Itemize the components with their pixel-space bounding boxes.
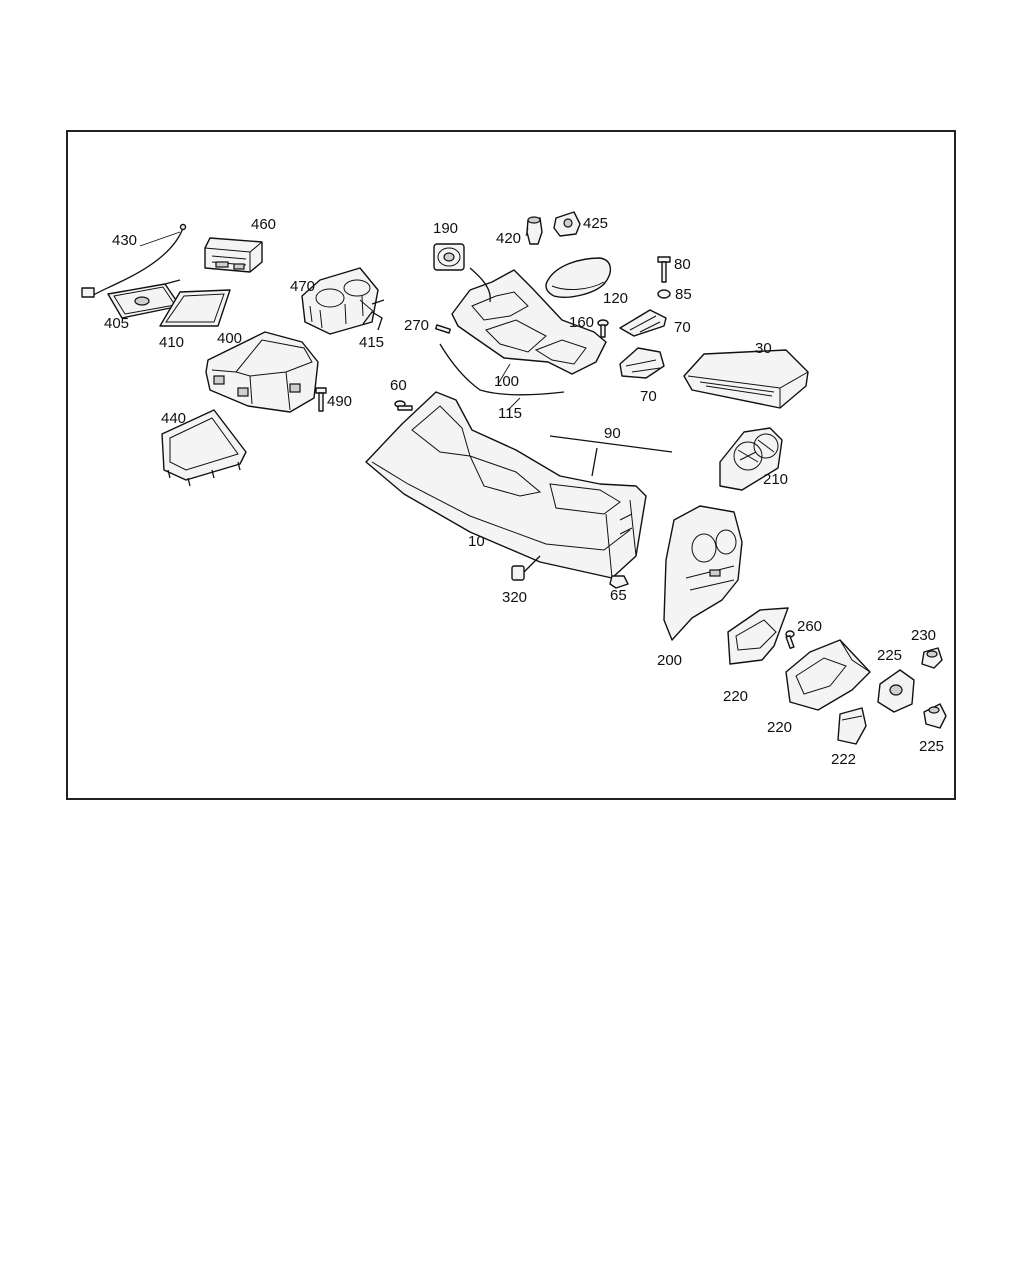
part-30-armrest-lid [683,349,809,409]
part-260-screw [785,630,795,650]
callout-160: 160 [569,314,594,331]
callout-30: 30 [755,340,772,357]
part-220-tray-upper [727,607,789,665]
part-10-center-console [365,391,647,579]
callout-220-upper: 220 [723,688,748,705]
callout-80: 80 [674,256,691,273]
part-190-rotary-switch [433,243,465,271]
part-415-clip [362,299,385,331]
callout-120: 120 [603,290,628,307]
callout-230: 230 [911,627,936,644]
part-400-storage-box [205,331,319,413]
part-160-screw [597,319,609,338]
callout-430: 430 [112,232,137,249]
part-60-screw [394,400,413,411]
callout-270: 270 [404,317,429,334]
part-80-bolt [657,256,671,283]
part-270-pin [435,324,451,334]
callout-70-upper: 70 [674,319,691,336]
callout-90: 90 [604,425,621,442]
part-425-connector [553,211,581,237]
part-225-switch-lower [923,703,947,729]
part-85-washer [657,289,671,299]
callout-10: 10 [468,533,485,550]
part-90-rod [549,435,673,477]
callout-100: 100 [494,373,519,390]
callout-65: 65 [610,587,627,604]
callout-220-lower: 220 [767,719,792,736]
callout-405: 405 [104,315,129,332]
part-470-cupholder [301,267,379,335]
callout-85: 85 [675,286,692,303]
callout-320: 320 [502,589,527,606]
part-320-switch [511,555,541,581]
callout-470: 470 [290,278,315,295]
callout-420: 420 [496,230,521,247]
callout-190: 190 [433,220,458,237]
part-460-control-module [204,237,263,273]
callout-60: 60 [390,377,407,394]
part-100-upper-trim [451,267,607,375]
part-120-lid [545,257,611,298]
part-222-insert [837,707,867,745]
callout-200: 200 [657,652,682,669]
callout-225-lower: 225 [919,738,944,755]
callout-225-upper: 225 [877,647,902,664]
part-70-bracket-upper [619,309,667,337]
part-65-nut [609,575,629,589]
callout-260: 260 [797,618,822,635]
leader-lines [139,227,668,411]
part-200-rear-panel [663,505,743,641]
part-410-tray-insert [159,289,231,327]
callout-440: 440 [161,410,186,427]
callout-410: 410 [159,334,184,351]
callout-425: 425 [583,215,608,232]
callout-460: 460 [251,216,276,233]
part-115-wire [439,343,565,396]
callout-70-lower: 70 [640,388,657,405]
part-490-bolt [315,387,327,412]
part-230-socket [921,647,943,669]
part-210-vent [719,427,783,491]
callout-490: 490 [327,393,352,410]
callout-400: 400 [217,330,242,347]
callout-115: 115 [498,405,522,422]
part-420-plug [526,216,543,245]
part-430-cable [81,223,187,298]
callout-415: 415 [359,334,384,351]
part-220-tray-lower [785,639,871,711]
part-70-bracket-lower [619,347,665,379]
part-225-switch-upper [877,669,915,713]
part-405-mat [107,279,181,319]
callout-labels: 430 460 405 410 470 415 400 490 440 190 … [104,215,944,768]
callout-222: 222 [831,751,856,768]
part-440-trim-frame [161,409,247,487]
callout-210: 210 [763,471,788,488]
